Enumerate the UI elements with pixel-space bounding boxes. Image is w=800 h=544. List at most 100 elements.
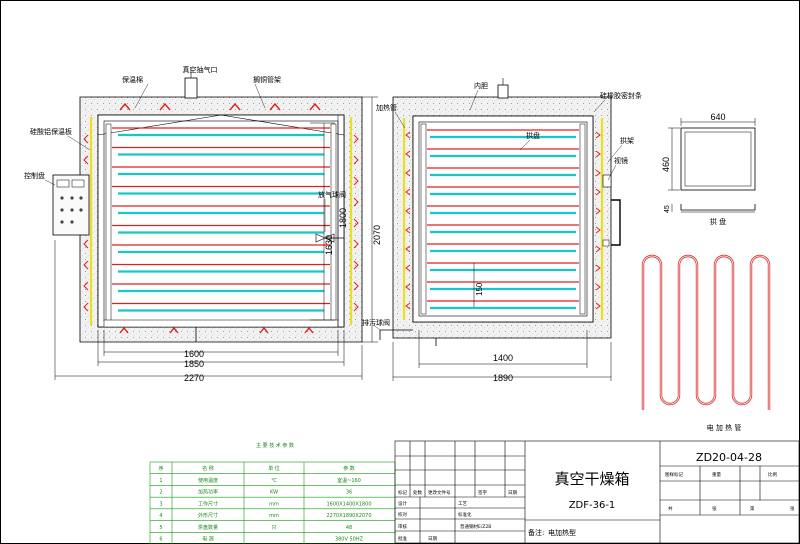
arrow-mark bbox=[595, 226, 601, 234]
observe-window-label: 视镜 bbox=[614, 156, 628, 165]
drain-valve-label: 排污球阀 bbox=[362, 318, 390, 327]
param-cell: KW bbox=[270, 490, 278, 496]
hinge-label: 拱架 bbox=[620, 136, 634, 145]
dim-1600: 1600 bbox=[184, 349, 204, 359]
param-cell: 烘盘数量 bbox=[198, 524, 218, 531]
stage-label: 图样标记 bbox=[665, 471, 683, 478]
drawing-number: ZD20-04-28 bbox=[696, 451, 762, 464]
clip bbox=[353, 155, 359, 165]
param-cell: 工作尺寸 bbox=[198, 500, 218, 507]
param-cell: 室温~160 bbox=[337, 477, 361, 484]
param-cell: 只 bbox=[271, 525, 276, 531]
stage-label: 比例 bbox=[768, 471, 777, 478]
param-cell: 使用温度 bbox=[198, 477, 218, 484]
aluminum-rack-label: 搁铜管架 bbox=[253, 75, 281, 84]
arrow-mark bbox=[595, 207, 601, 215]
arrow-mark bbox=[405, 207, 411, 215]
param-cell: 2 bbox=[159, 490, 162, 496]
arrow-mark bbox=[595, 264, 601, 272]
param-cell: 1600X1400X1800 bbox=[326, 501, 371, 507]
param-header: 序 bbox=[158, 465, 163, 472]
product-name: 真空干燥箱 bbox=[554, 470, 629, 488]
param-cell: mm bbox=[269, 513, 279, 519]
param-cell: 6 bbox=[159, 536, 162, 542]
dim-460: 460 bbox=[661, 157, 671, 172]
dim-1400: 1400 bbox=[493, 353, 513, 363]
vacuum-port-label: 真空抽气口 bbox=[183, 65, 218, 74]
insulation-cotton-label: 保温棉 bbox=[122, 75, 143, 84]
dim-1850: 1850 bbox=[184, 359, 204, 369]
tray-rack-label: 拱盘 bbox=[526, 131, 540, 140]
param-header: 名 称 bbox=[202, 465, 214, 472]
revision-header: 处数 bbox=[413, 489, 422, 496]
clip bbox=[353, 134, 359, 144]
model-number: ZDF-36-1 bbox=[569, 500, 616, 511]
clip bbox=[83, 134, 89, 144]
arrow-mark bbox=[405, 302, 411, 310]
param-table bbox=[149, 461, 396, 544]
param-cell: 5 bbox=[159, 525, 162, 531]
role-label: 审核 bbox=[398, 523, 407, 530]
clip bbox=[353, 197, 359, 207]
param-header: 参 数 bbox=[343, 465, 355, 472]
param-header: 单 位 bbox=[268, 465, 280, 472]
param-cell: mm bbox=[269, 501, 279, 507]
arrow-mark bbox=[595, 245, 601, 253]
arrow-mark bbox=[405, 188, 411, 196]
dim-640: 640 bbox=[710, 112, 725, 122]
param-cell: 加热功率 bbox=[198, 489, 218, 496]
revision-header: 签字 bbox=[478, 489, 487, 496]
role-label: 设计 bbox=[398, 500, 407, 507]
sheet-label: 共 bbox=[668, 505, 673, 512]
note-label: 备注: bbox=[528, 528, 544, 537]
inner-liner-label: 内胆 bbox=[474, 81, 488, 90]
date-label: 日期 bbox=[428, 536, 437, 542]
arrow-mark bbox=[595, 188, 601, 196]
role-label: 批准 bbox=[398, 535, 407, 542]
param-cell: 1 bbox=[159, 478, 162, 484]
note-value: 电加热型 bbox=[548, 528, 576, 537]
role-label: 校对 bbox=[398, 511, 407, 518]
sheet-label: 第 bbox=[750, 505, 755, 512]
revision-header: 标记 bbox=[398, 489, 407, 496]
dim-2070: 2070 bbox=[372, 225, 382, 245]
arrow-mark bbox=[595, 283, 601, 291]
clip bbox=[83, 239, 89, 249]
clip bbox=[83, 302, 89, 312]
front-view bbox=[52, 70, 378, 380]
silicone-seal-label: 硅橡胶密封条 bbox=[600, 91, 642, 100]
param-table-title: 主 要 技 术 参 数 bbox=[256, 442, 294, 449]
arrow-mark bbox=[405, 283, 411, 291]
clip bbox=[83, 155, 89, 165]
side-view bbox=[379, 78, 621, 381]
arrow-mark bbox=[595, 169, 601, 177]
param-cell: 48 bbox=[346, 525, 352, 531]
revision-header: 日期 bbox=[508, 490, 517, 496]
dim-1800: 1800 bbox=[338, 208, 348, 228]
role-label: 标准化 bbox=[458, 511, 472, 518]
material-text: 普通钢材E/Z2B bbox=[460, 523, 491, 530]
arrow-mark bbox=[405, 150, 411, 158]
dim-45: 45 bbox=[664, 205, 671, 213]
arrow-mark bbox=[595, 131, 601, 139]
dim-1890: 1890 bbox=[493, 373, 513, 383]
clip bbox=[353, 239, 359, 249]
dim-1630: 1630 bbox=[324, 235, 334, 255]
control-box-label: 控制盘 bbox=[24, 171, 45, 180]
role-label: 工艺 bbox=[458, 501, 467, 507]
title-block bbox=[394, 440, 800, 544]
clip bbox=[353, 302, 359, 312]
arrow-mark bbox=[595, 150, 601, 158]
heater-coil bbox=[641, 254, 771, 410]
arrow-mark bbox=[595, 302, 601, 310]
clip bbox=[353, 176, 359, 186]
clip bbox=[83, 260, 89, 270]
tray-detail bbox=[668, 118, 756, 213]
dim-2270: 2270 bbox=[184, 373, 204, 383]
arrow-mark bbox=[405, 245, 411, 253]
stage-label: 重量 bbox=[712, 471, 721, 478]
heating-tube-side-label: 加热管 bbox=[376, 103, 397, 112]
param-cell: 外形尺寸 bbox=[198, 512, 218, 519]
param-cell: 2270X1890X2070 bbox=[326, 513, 371, 519]
param-cell: 3 bbox=[159, 501, 162, 507]
